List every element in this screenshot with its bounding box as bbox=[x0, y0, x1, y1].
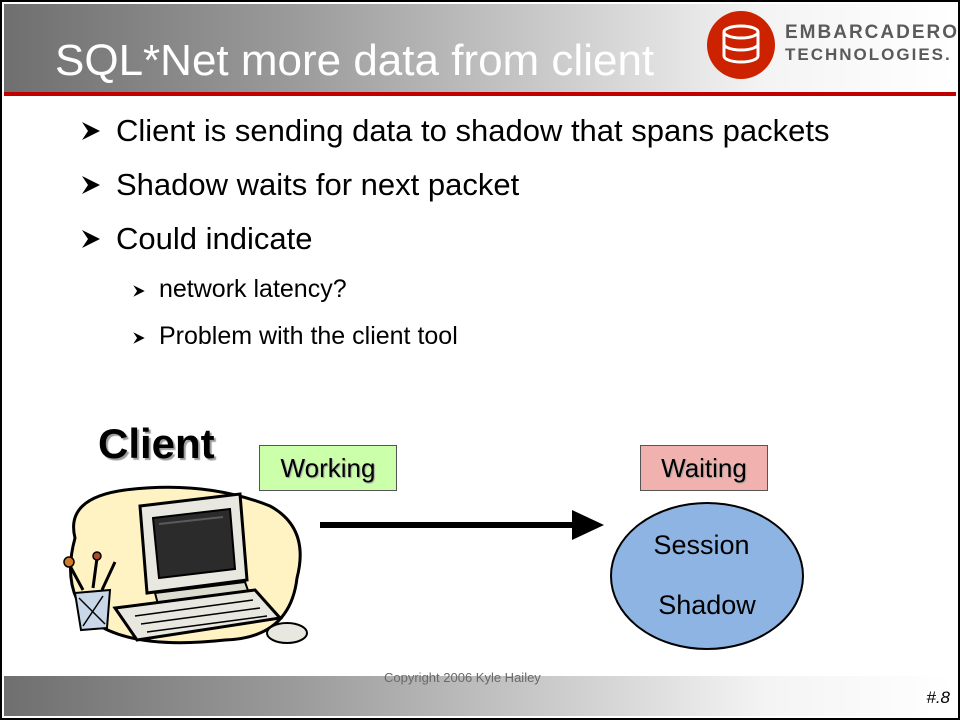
bullet-list: Client is sending data to shadow that sp… bbox=[80, 112, 880, 368]
slide-title: SQL*Net more data from client bbox=[55, 36, 655, 85]
logo-line1: EMBARCADERO bbox=[785, 22, 959, 43]
bullet-text: Could indicate bbox=[116, 221, 313, 256]
client-label: Client bbox=[98, 420, 215, 467]
arrow-bullet-icon bbox=[133, 332, 145, 344]
sub-bullet-item: Problem with the client tool bbox=[80, 321, 880, 351]
copyright-text: Copyright 2006 Kyle Hailey bbox=[384, 670, 541, 685]
shadow-label-shadow: Shadow bbox=[658, 590, 756, 620]
right-arrow-icon bbox=[320, 510, 604, 540]
bullet-text: Client is sending data to shadow that sp… bbox=[116, 113, 830, 148]
footer-band bbox=[4, 676, 956, 716]
arrow-bullet-icon bbox=[82, 176, 100, 194]
sub-bullet-text: network latency? bbox=[159, 275, 347, 303]
sub-bullet-item: network latency? bbox=[80, 274, 880, 304]
shadow-label-session: Session bbox=[653, 530, 750, 560]
waiting-state-box: Waiting bbox=[640, 445, 768, 491]
header-band bbox=[4, 4, 956, 92]
computer-clipart-icon bbox=[63, 485, 308, 645]
arrow-bullet-icon bbox=[82, 122, 100, 140]
page-number: #.8 bbox=[926, 688, 950, 707]
logo-text: EMBARCADERO TECHNOLOGIES. bbox=[785, 22, 959, 66]
header-rule bbox=[4, 92, 956, 96]
shadow-process-ellipse bbox=[610, 502, 804, 650]
bullet-item: Could indicate bbox=[80, 220, 880, 257]
bullet-text: Shadow waits for next packet bbox=[116, 167, 520, 202]
working-state-box: Working bbox=[259, 445, 397, 491]
bullet-item: Shadow waits for next packet bbox=[80, 166, 880, 203]
bullet-item: Client is sending data to shadow that sp… bbox=[80, 112, 880, 149]
logo-line2: TECHNOLOGIES. bbox=[785, 45, 952, 64]
arrow-bullet-icon bbox=[133, 285, 145, 297]
sub-bullet-text: Problem with the client tool bbox=[159, 322, 458, 350]
arrow-bullet-icon bbox=[82, 230, 100, 248]
embarcadero-logo-icon bbox=[707, 11, 775, 79]
